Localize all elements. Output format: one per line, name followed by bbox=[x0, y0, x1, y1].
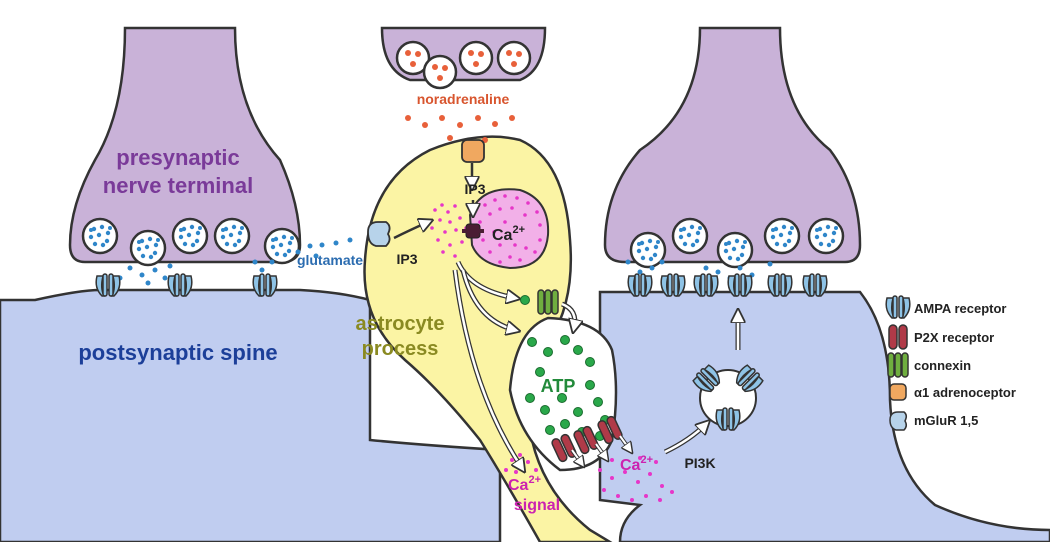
postsynaptic-spine-right bbox=[598, 290, 1050, 542]
ip3-molecules bbox=[430, 203, 468, 258]
calcium-store bbox=[468, 188, 550, 270]
noradrenaline-vesicle-fusing bbox=[422, 54, 458, 90]
arrow-pi3k bbox=[664, 424, 706, 454]
p2x-receptor-icon bbox=[888, 324, 908, 350]
arrow-calcium-to-release bbox=[461, 269, 515, 330]
arrow-calcium-to-connexin bbox=[456, 261, 515, 298]
label-astrocyte: astrocyte bbox=[356, 313, 445, 335]
glutamate-vesicle bbox=[763, 217, 801, 255]
label-calcium-signal: Ca2+ bbox=[508, 474, 541, 494]
ampa-receptor-icon bbox=[885, 295, 911, 319]
label-calcium-store-sup: 2+ bbox=[512, 224, 525, 236]
glutamate-vesicle-fusing bbox=[263, 227, 301, 265]
legend-item-ampa: AMPA receptor bbox=[885, 295, 1006, 319]
label-process: process bbox=[362, 338, 439, 360]
glutamate-vesicle bbox=[81, 217, 119, 255]
arrow-through-p2x bbox=[571, 449, 582, 464]
label-calcium-spine-sup: 2+ bbox=[640, 454, 653, 466]
label-postsynaptic-spine: postsynaptic spine bbox=[78, 340, 277, 365]
legend-item-connexin: connexin bbox=[887, 352, 971, 378]
label-calcium-signal-text: Ca bbox=[508, 477, 529, 494]
noradrenaline-vesicle bbox=[458, 40, 494, 76]
label-calcium-store-text: Ca bbox=[492, 227, 513, 244]
calcium-influx-dots bbox=[598, 456, 674, 502]
alpha1-adrenoceptor-icon bbox=[889, 383, 907, 401]
glutamate-vesicle bbox=[807, 217, 845, 255]
label-nerve-terminal: nerve terminal bbox=[103, 173, 253, 198]
glutamate-vesicle bbox=[213, 217, 251, 255]
label-calcium-spine: Ca2+ bbox=[620, 454, 653, 474]
glutamate-vesicle-fusing bbox=[129, 229, 167, 267]
glutamate-vesicle-fusing bbox=[716, 231, 754, 269]
label-ip3-top: IP3 bbox=[464, 181, 485, 197]
glutamate-vesicle bbox=[171, 217, 209, 255]
legend-item-p2x: P2X receptor bbox=[888, 324, 994, 350]
arrow-mglur-to-ip3 bbox=[393, 222, 428, 240]
label-calcium-store: Ca2+ bbox=[492, 224, 525, 244]
mglur-receptor bbox=[367, 221, 391, 247]
connexin-icon bbox=[887, 352, 909, 378]
glutamate-molecules bbox=[117, 237, 773, 286]
legend-label-mglur: mGluR 1,5 bbox=[914, 413, 978, 428]
legend-item-mglur: mGluR 1,5 bbox=[889, 411, 978, 431]
legend-item-alpha1: α1 adrenoceptor bbox=[889, 383, 1016, 401]
postsynaptic-spine-left bbox=[0, 288, 502, 542]
arrow-calcium-signal bbox=[453, 269, 522, 468]
connexin-channel bbox=[537, 289, 559, 315]
arrow-through-connexin bbox=[561, 302, 575, 328]
ip3-receptor bbox=[462, 223, 484, 239]
glutamate-vesicle bbox=[671, 217, 709, 255]
legend-label-p2x: P2X receptor bbox=[914, 330, 994, 345]
arrow-through-p2x bbox=[595, 443, 606, 458]
label-atp: ATP bbox=[541, 376, 576, 396]
label-calcium-signal-sup: 2+ bbox=[528, 474, 541, 486]
legend-label-connexin: connexin bbox=[914, 358, 971, 373]
label-signal: signal bbox=[514, 497, 560, 514]
calcium-store-dots bbox=[478, 194, 542, 264]
legend-label-ampa: AMPA receptor bbox=[914, 301, 1006, 316]
label-ip3-left: IP3 bbox=[396, 251, 417, 267]
noradrenaline-vesicle bbox=[496, 40, 532, 76]
calcium-signal-dots bbox=[504, 453, 538, 474]
label-calcium-spine-text: Ca bbox=[620, 457, 641, 474]
label-presynaptic: presynaptic bbox=[116, 145, 240, 170]
label-noradrenaline: noradrenaline bbox=[417, 91, 510, 107]
label-glutamate: glutamate bbox=[297, 252, 363, 268]
alpha1-adrenoceptor bbox=[461, 139, 485, 163]
legend-label-alpha1: α1 adrenoceptor bbox=[914, 385, 1016, 400]
arrow-through-p2x bbox=[619, 435, 630, 450]
legend: AMPA receptor P2X receptor connexin α1 a… bbox=[885, 295, 1016, 431]
mglur-icon bbox=[889, 411, 908, 431]
label-pi3k: PI3K bbox=[684, 455, 715, 471]
noradrenaline-molecules bbox=[405, 115, 515, 143]
